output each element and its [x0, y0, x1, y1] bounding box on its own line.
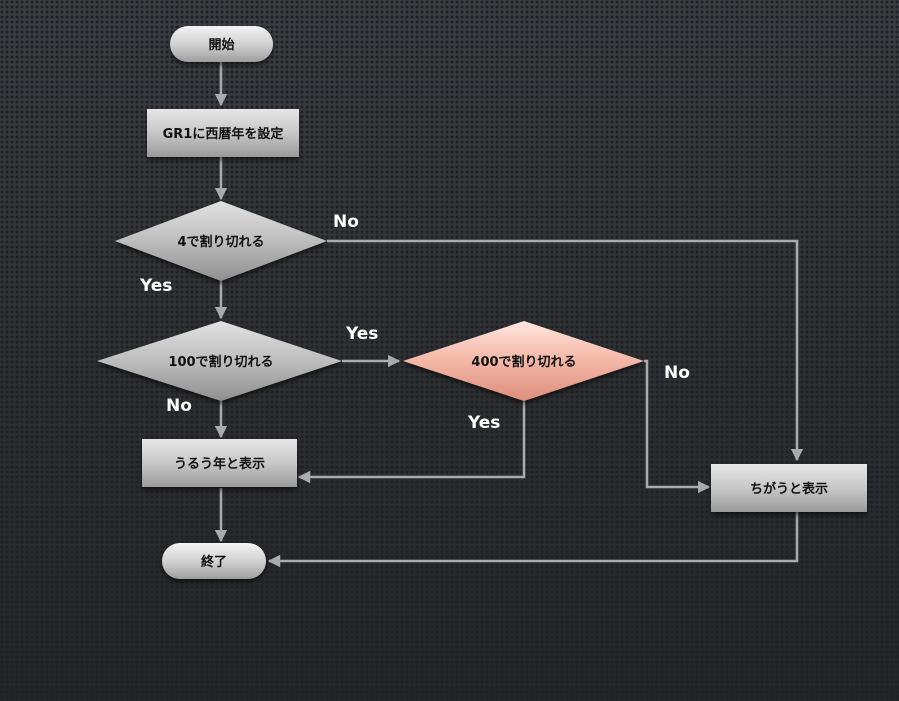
node-not-leap[interactable]: ちがうと表示	[711, 464, 867, 512]
node-end[interactable]: 終了	[162, 543, 266, 579]
edge-notleap-to-end	[267, 512, 799, 568]
edges	[214, 62, 804, 568]
node-div4[interactable]: 4で割り切れる	[115, 201, 327, 281]
node-div100-label: 100で割り切れる	[168, 354, 273, 370]
edge-div400-no	[644, 359, 711, 494]
label-div100-no: No	[166, 396, 192, 416]
label-div400-no: No	[664, 363, 690, 383]
node-start[interactable]: 開始	[170, 26, 273, 62]
node-div4-label: 4で割り切れる	[177, 234, 264, 250]
label-div400-yes: Yes	[467, 413, 500, 433]
node-leap-label: うるう年と表示	[174, 456, 265, 472]
label-div100-yes: Yes	[345, 324, 378, 344]
node-not-leap-label: ちがうと表示	[750, 481, 828, 497]
node-start-label: 開始	[208, 37, 234, 53]
node-set-year-label: GR1に西暦年を設定	[163, 126, 284, 142]
label-div4-no: No	[333, 212, 359, 232]
node-div400[interactable]: 400で割り切れる	[403, 321, 644, 401]
node-end-label: 終了	[201, 554, 227, 570]
edge-div400-yes	[297, 401, 526, 484]
edge-div4-no	[327, 239, 804, 462]
branch-labels: No Yes Yes No Yes No	[139, 212, 690, 433]
node-div100[interactable]: 100で割り切れる	[97, 321, 342, 401]
node-div400-label: 400で割り切れる	[471, 354, 576, 370]
label-div4-yes: Yes	[139, 276, 172, 296]
node-set-year[interactable]: GR1に西暦年を設定	[147, 109, 299, 157]
node-leap[interactable]: うるう年と表示	[142, 439, 297, 487]
